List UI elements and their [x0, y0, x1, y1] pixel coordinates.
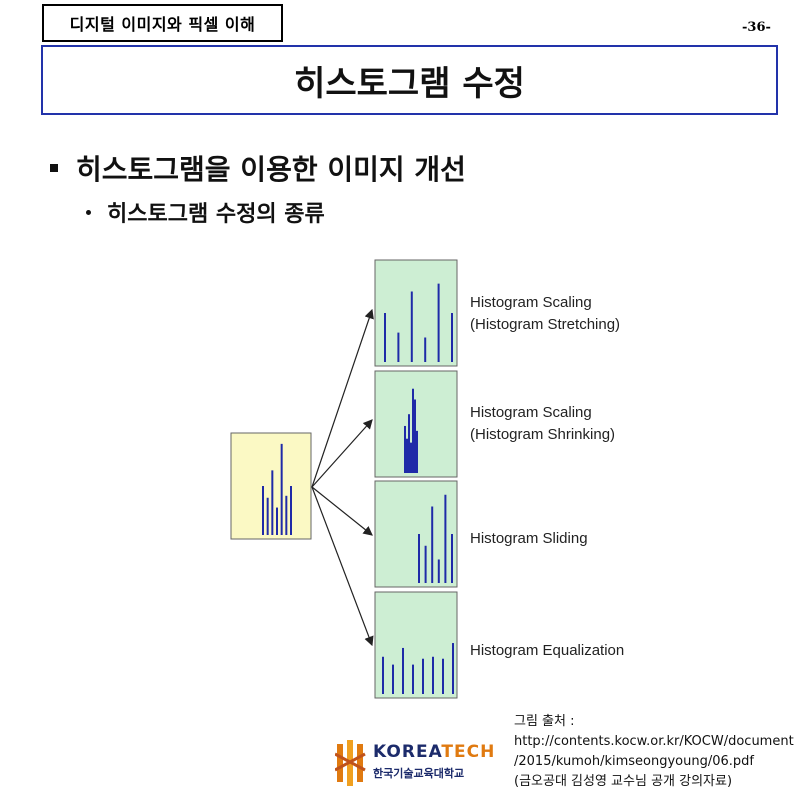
target-histogram-1-frame: [374, 259, 458, 367]
logo-word-korea: KOREA: [373, 742, 442, 762]
bullet-level-2: 히스토그램 수정의 종류: [86, 196, 325, 228]
target-histogram-3-frame: [374, 480, 458, 588]
koreatech-emblem-icon: [335, 740, 366, 786]
dot-bullet-icon: [86, 209, 91, 215]
histogram-label-2: Histogram Scaling (Histogram Shrinking): [470, 402, 615, 446]
bullet-level-1: 히스토그램을 이용한 이미지 개선: [50, 148, 466, 188]
histogram-label-4-line-1: Histogram Equalization: [470, 642, 625, 659]
logo-word-tech: TECH: [441, 742, 496, 762]
arrow-to-histogram-1: [311, 308, 374, 488]
arrow-to-histogram-4: [311, 486, 374, 647]
source-heading: 그림 출처 :: [514, 714, 575, 729]
square-bullet-icon: [50, 164, 58, 172]
histogram-label-1: Histogram Scaling (Histogram Stretching): [470, 292, 620, 336]
koreatech-logo: KOREATECH 한국기술교육대학교: [335, 738, 495, 788]
histogram-label-4: Histogram Equalization: [470, 640, 624, 662]
course-name: 디지털 이미지와 픽셀 이해: [69, 15, 256, 34]
histogram-label-3-line-1: Histogram Sliding: [470, 530, 588, 547]
arrow-to-histogram-3: [311, 486, 373, 536]
source-histogram-frame: [230, 432, 312, 540]
histogram-label-1-line-1: Histogram Scaling: [470, 294, 592, 311]
target-histogram-4-frame: [374, 591, 458, 699]
histogram-label-2-line-2: (Histogram Shrinking): [470, 426, 616, 443]
bullet-level-2-text: 히스토그램 수정의 종류: [107, 202, 325, 227]
title-box: 히스토그램 수정: [41, 45, 778, 115]
bullet-level-1-text: 히스토그램을 이용한 이미지 개선: [76, 153, 466, 186]
source-url-line-2: /2015/kumoh/kimseongyoung/06.pdf: [514, 754, 754, 769]
histogram-label-2-line-1: Histogram Scaling: [470, 404, 592, 421]
logo-wordmark: KOREATECH: [373, 742, 495, 762]
page-number: -36-: [742, 20, 771, 35]
course-tab: 디지털 이미지와 픽셀 이해: [42, 4, 283, 42]
histogram-label-1-line-2: (Histogram Stretching): [470, 316, 621, 333]
page-title: 히스토그램 수정: [294, 63, 525, 104]
image-source-note: 그림 출처 : http://contents.kocw.or.kr/KOCW/…: [514, 712, 794, 792]
logo-subtitle: 한국기술교육대학교: [373, 767, 465, 780]
arrow-to-histogram-2: [311, 419, 373, 488]
source-credit: (금오공대 김성영 교수님 공개 강의자료): [514, 774, 733, 789]
histogram-label-3: Histogram Sliding: [470, 528, 588, 550]
source-url-line-1: http://contents.kocw.or.kr/KOCW/document: [514, 734, 794, 749]
